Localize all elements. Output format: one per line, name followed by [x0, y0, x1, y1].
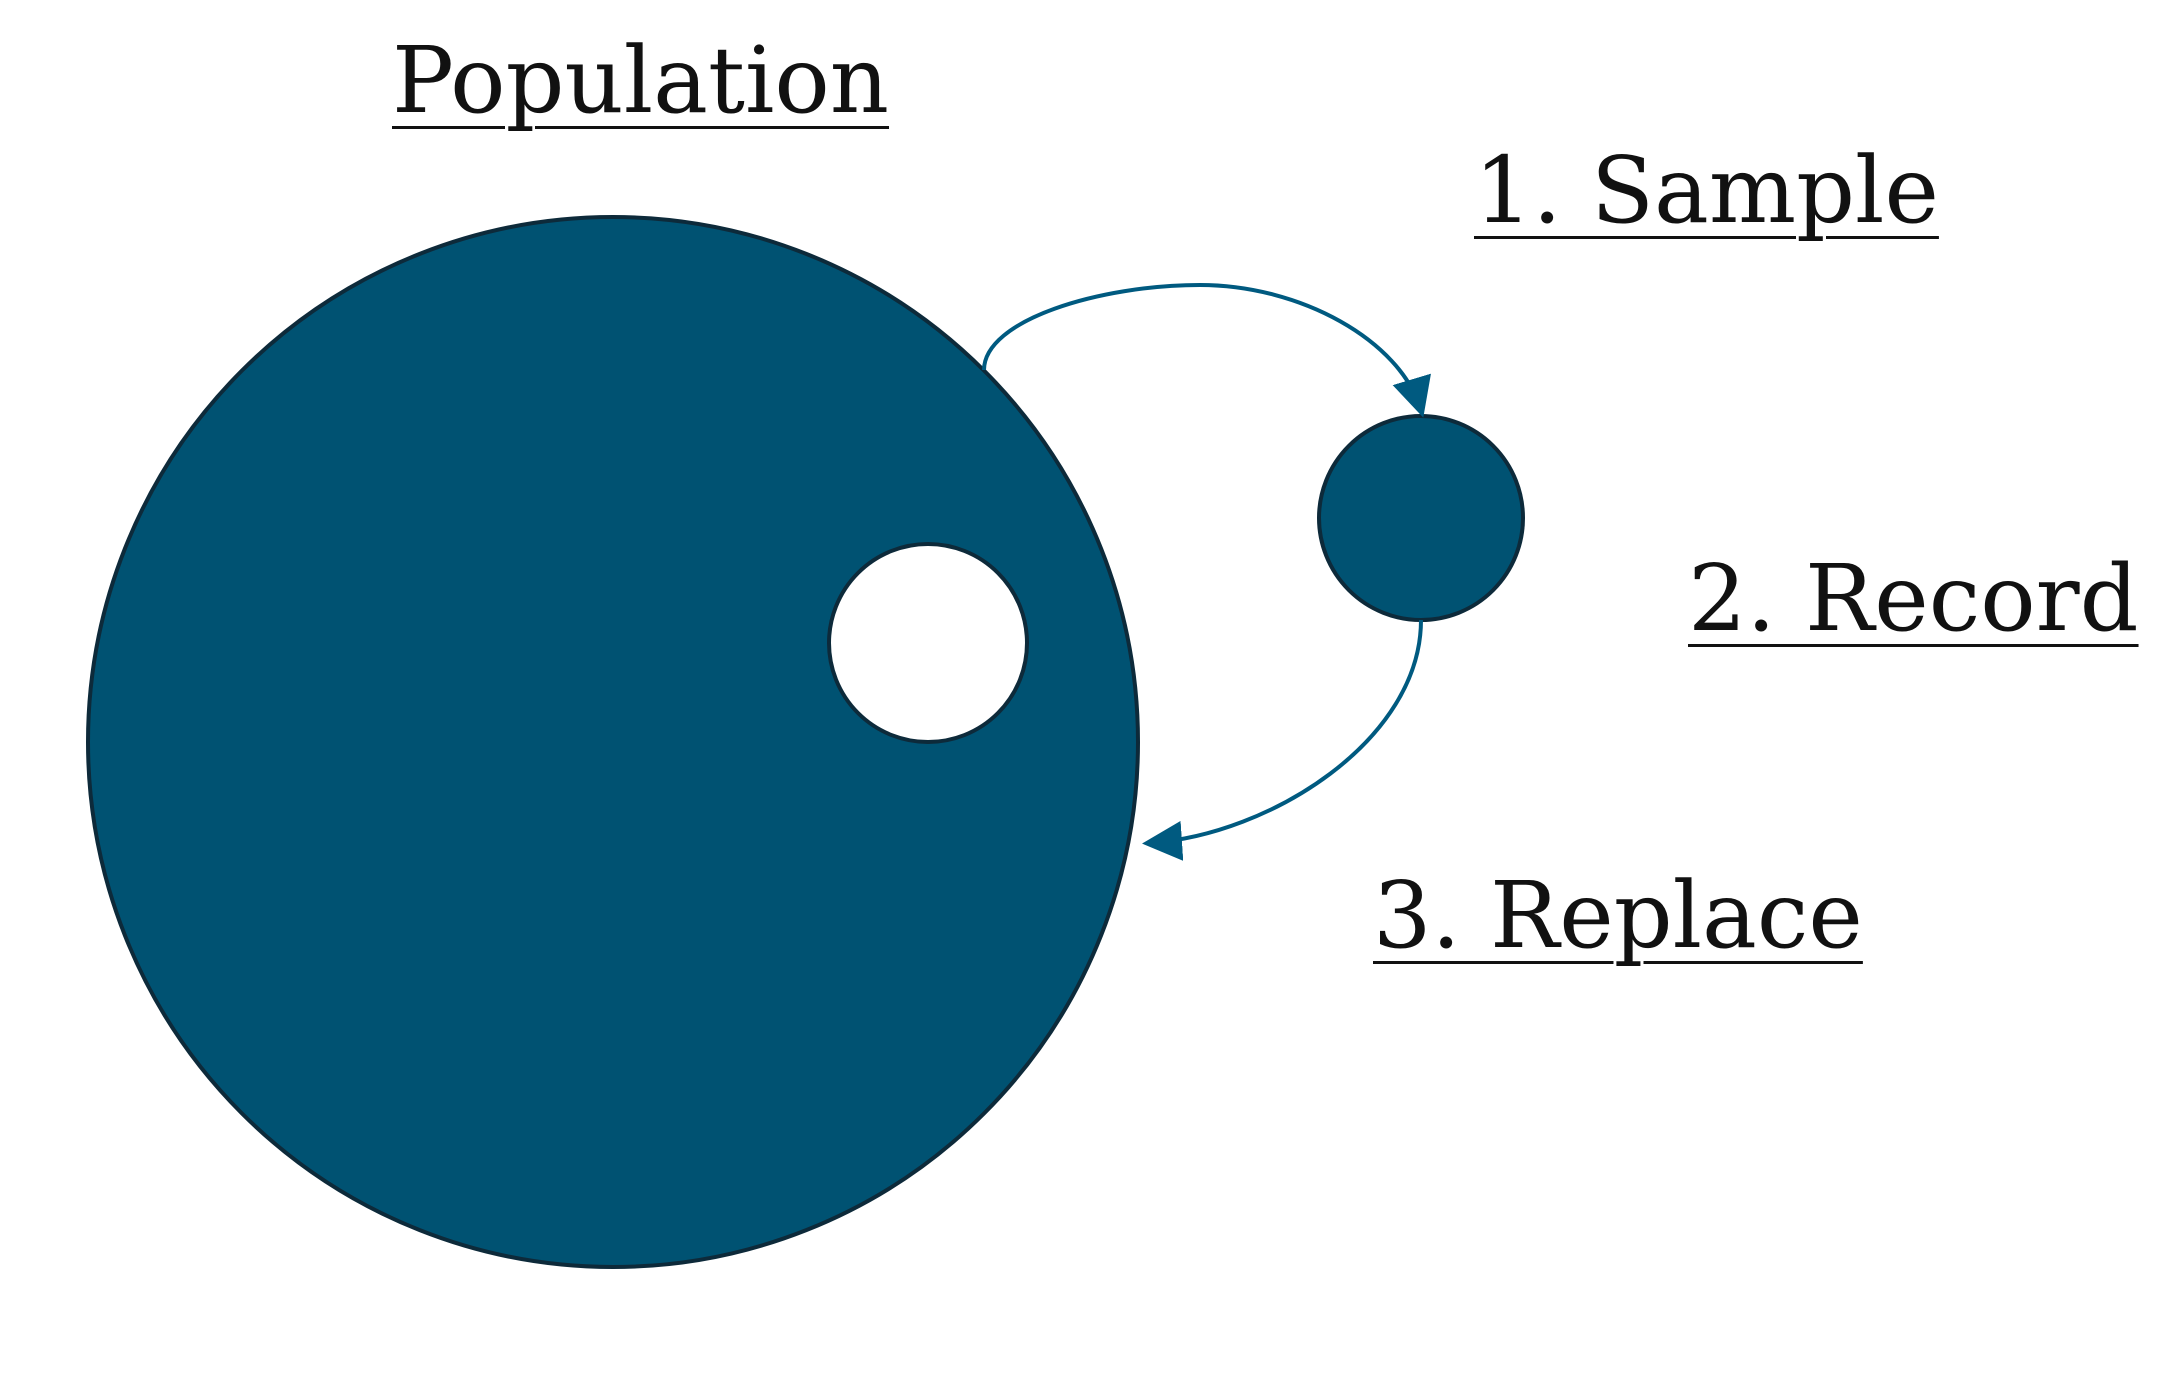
population-label: Population — [392, 27, 890, 134]
population-circle — [86, 215, 1140, 1269]
sample-step-label: 1. Sample — [1474, 137, 1939, 244]
record-step-label: 2. Record — [1688, 545, 2139, 652]
sampled-hole — [827, 542, 1029, 744]
replace-step-label: 3. Replace — [1373, 862, 1863, 969]
sample-circle — [1317, 414, 1525, 622]
replace-arrow — [1142, 619, 1423, 861]
sample-arrow — [982, 282, 1431, 418]
